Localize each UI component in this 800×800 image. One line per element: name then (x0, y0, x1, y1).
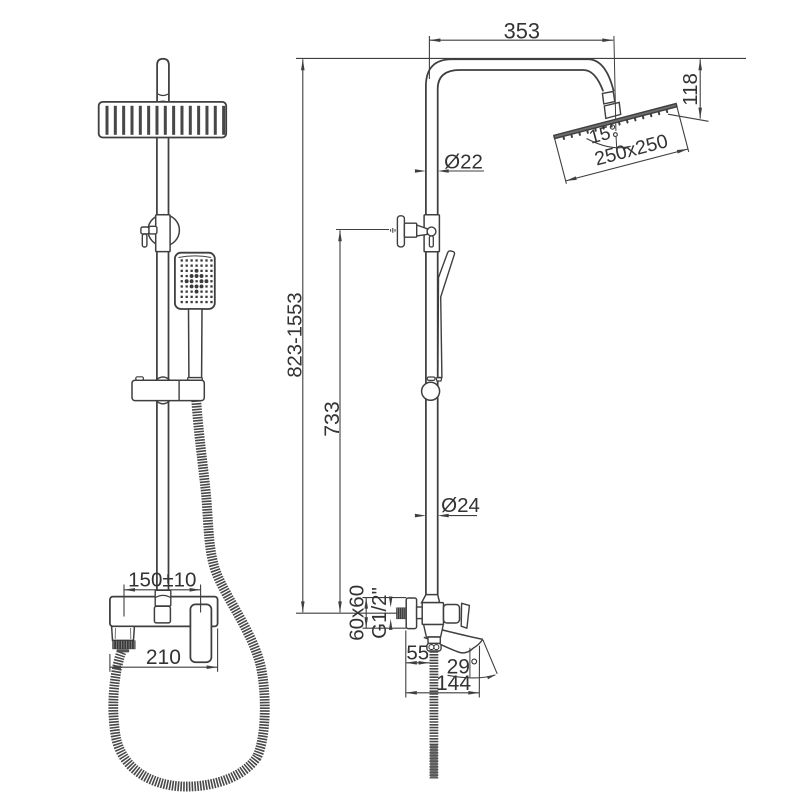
svg-text:Ø22: Ø22 (444, 150, 483, 173)
svg-text:29°: 29° (447, 656, 479, 679)
svg-text:353: 353 (504, 19, 540, 44)
svg-text:60x60: 60x60 (346, 585, 369, 641)
svg-text:118: 118 (679, 73, 702, 106)
svg-text:733: 733 (320, 401, 344, 437)
svg-text:210: 210 (146, 646, 181, 669)
svg-text:144: 144 (436, 672, 471, 695)
svg-text:150±10: 150±10 (128, 569, 196, 592)
svg-text:G1/2": G1/2" (368, 587, 391, 639)
svg-text:55: 55 (406, 642, 429, 665)
svg-text:823-1553: 823-1553 (284, 292, 306, 377)
svg-text:Ø24: Ø24 (441, 494, 480, 517)
